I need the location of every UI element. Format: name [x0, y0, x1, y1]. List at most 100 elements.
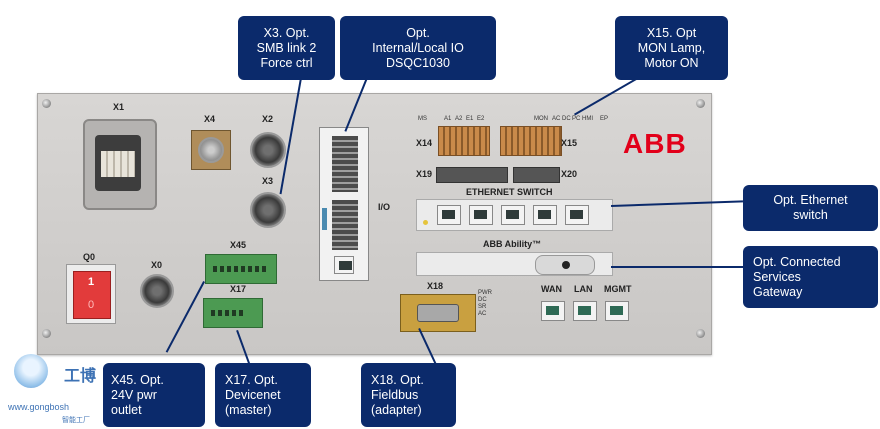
- x45-terminal: [205, 254, 277, 284]
- label-a2: A2: [455, 116, 463, 122]
- switch-port-1[interactable]: [437, 205, 461, 225]
- label-ms: MS: [418, 116, 427, 122]
- watermark-brand: 工博: [64, 366, 97, 385]
- label-ac: AC: [552, 116, 561, 122]
- mgmt-port[interactable]: [605, 301, 629, 321]
- callout-x17: X17. Opt. Devicenet (master): [215, 363, 311, 427]
- x1-connector: [83, 119, 157, 210]
- label-a1: A1: [444, 116, 452, 122]
- io-board: [319, 127, 369, 281]
- wan-port[interactable]: [541, 301, 565, 321]
- watermark-url: www.gongbosh: [8, 402, 70, 412]
- abb-logo: ABB: [623, 128, 687, 159]
- abb-ability-label: ABB Ability™: [483, 239, 542, 249]
- screw-icon: [42, 99, 51, 108]
- led-indicators: PWR DC SR AC: [478, 290, 508, 326]
- callout-x17-line1: X17. Opt.: [225, 372, 278, 387]
- q0-on-label: 1: [88, 276, 95, 288]
- label-dc: DC: [562, 116, 571, 122]
- label-e2: E2: [477, 116, 485, 122]
- callout-x18: X18. Opt. Fieldbus (adapter): [361, 363, 456, 427]
- label-ep: EP: [600, 116, 609, 122]
- q0-label: Q0: [83, 252, 96, 262]
- x14-label: X14: [416, 138, 433, 148]
- x18-connector: [400, 294, 476, 332]
- screw-icon: [696, 99, 705, 108]
- callout-gateway-line1: Opt. Connected: [753, 254, 841, 269]
- label-e1: E1: [466, 116, 474, 122]
- led-pwr: PWR: [478, 290, 492, 296]
- watermark: 工博 www.gongbosh 智能工厂: [6, 352, 106, 424]
- callout-ethernet-line1: Opt. Ethernet: [773, 193, 848, 207]
- switch-port-5[interactable]: [565, 205, 589, 225]
- mgmt-label: MGMT: [604, 284, 632, 294]
- callout-ethernet-line2: switch: [793, 208, 828, 222]
- lan-port[interactable]: [573, 301, 597, 321]
- x18-label: X18: [427, 281, 444, 291]
- leader-line-gateway: [611, 266, 744, 268]
- callout-x45: X45. Opt. 24V pwr outlet: [103, 363, 205, 427]
- callout-x3-line3: Force ctrl: [260, 55, 313, 70]
- callout-x15: X15. Opt MON Lamp, Motor ON: [615, 16, 728, 80]
- callout-x18-line2: Fieldbus: [371, 387, 419, 402]
- callout-ethernet: Opt. Ethernet switch: [743, 185, 878, 231]
- q0-main-switch[interactable]: 1 0: [66, 264, 116, 324]
- mascot-icon: [14, 354, 48, 388]
- switch-port-3[interactable]: [501, 205, 525, 225]
- callout-x45-line2: 24V pwr: [111, 387, 157, 402]
- lan-label: LAN: [574, 284, 593, 294]
- wan-label: WAN: [541, 284, 562, 294]
- callout-gateway-line2: Services: [753, 269, 801, 284]
- io-label: I/O: [378, 202, 391, 212]
- label-hmi: HMI: [582, 116, 593, 122]
- x19-label: X19: [416, 169, 433, 179]
- x4-connector: [191, 130, 231, 170]
- callout-gateway: Opt. Connected Services Gateway: [743, 246, 878, 308]
- q0-off-label: 0: [88, 299, 95, 311]
- callout-x15-line3: Motor ON: [644, 55, 699, 70]
- screw-icon: [696, 329, 705, 338]
- ethernet-switch-label: ETHERNET SWITCH: [466, 187, 553, 197]
- x2-connector: [250, 132, 286, 168]
- x3-connector: [250, 192, 286, 228]
- x14-terminal: [438, 126, 490, 156]
- callout-x18-line3: (adapter): [371, 402, 422, 417]
- led-dc: DC: [478, 297, 487, 303]
- controller-panel: X1 X4 X2 X3 X45 X17 Q0 1 0 X0 I/O: [37, 93, 712, 355]
- x17-terminal: [203, 298, 263, 328]
- callout-io-line2: Internal/Local IO: [372, 40, 464, 55]
- ethernet-switch-bay: [416, 199, 613, 231]
- watermark-tagline: 智能工厂: [62, 416, 90, 424]
- switch-port-2[interactable]: [469, 205, 493, 225]
- callout-x15-line2: MON Lamp,: [637, 40, 706, 55]
- label-pc: PC: [572, 116, 581, 122]
- x20-label: X20: [561, 169, 578, 179]
- x2-label: X2: [262, 114, 274, 124]
- callout-x17-line2: Devicenet: [225, 387, 281, 402]
- io-ethernet-port: [334, 256, 354, 274]
- led-sr: SR: [478, 304, 487, 310]
- callout-x45-line3: outlet: [111, 402, 142, 417]
- x3-label: X3: [262, 176, 274, 186]
- callout-x15-line1: X15. Opt: [646, 25, 697, 40]
- callout-io: Opt. Internal/Local IO DSQC1030: [340, 16, 496, 80]
- label-mon: MON: [534, 116, 548, 122]
- x17-label: X17: [230, 284, 247, 294]
- x19-connector: [436, 167, 508, 183]
- callout-io-line1: Opt.: [406, 25, 430, 40]
- screw-icon: [42, 329, 51, 338]
- callout-x3: X3. Opt. SMB link 2 Force ctrl: [238, 16, 335, 80]
- led-ac: AC: [478, 311, 487, 317]
- x4-label: X4: [204, 114, 216, 124]
- gateway-bay: [416, 252, 613, 276]
- callout-x17-line3: (master): [225, 402, 272, 417]
- x15-terminal: [500, 126, 562, 156]
- x0-connector: [140, 274, 174, 308]
- callout-x3-line1: X3. Opt.: [263, 25, 310, 40]
- callout-io-line3: DSQC1030: [386, 55, 450, 70]
- x15-label: X15: [561, 138, 578, 148]
- switch-port-4[interactable]: [533, 205, 557, 225]
- x45-label: X45: [230, 240, 247, 250]
- callout-x3-line2: SMB link 2: [256, 40, 317, 55]
- callout-x18-line1: X18. Opt.: [371, 372, 424, 387]
